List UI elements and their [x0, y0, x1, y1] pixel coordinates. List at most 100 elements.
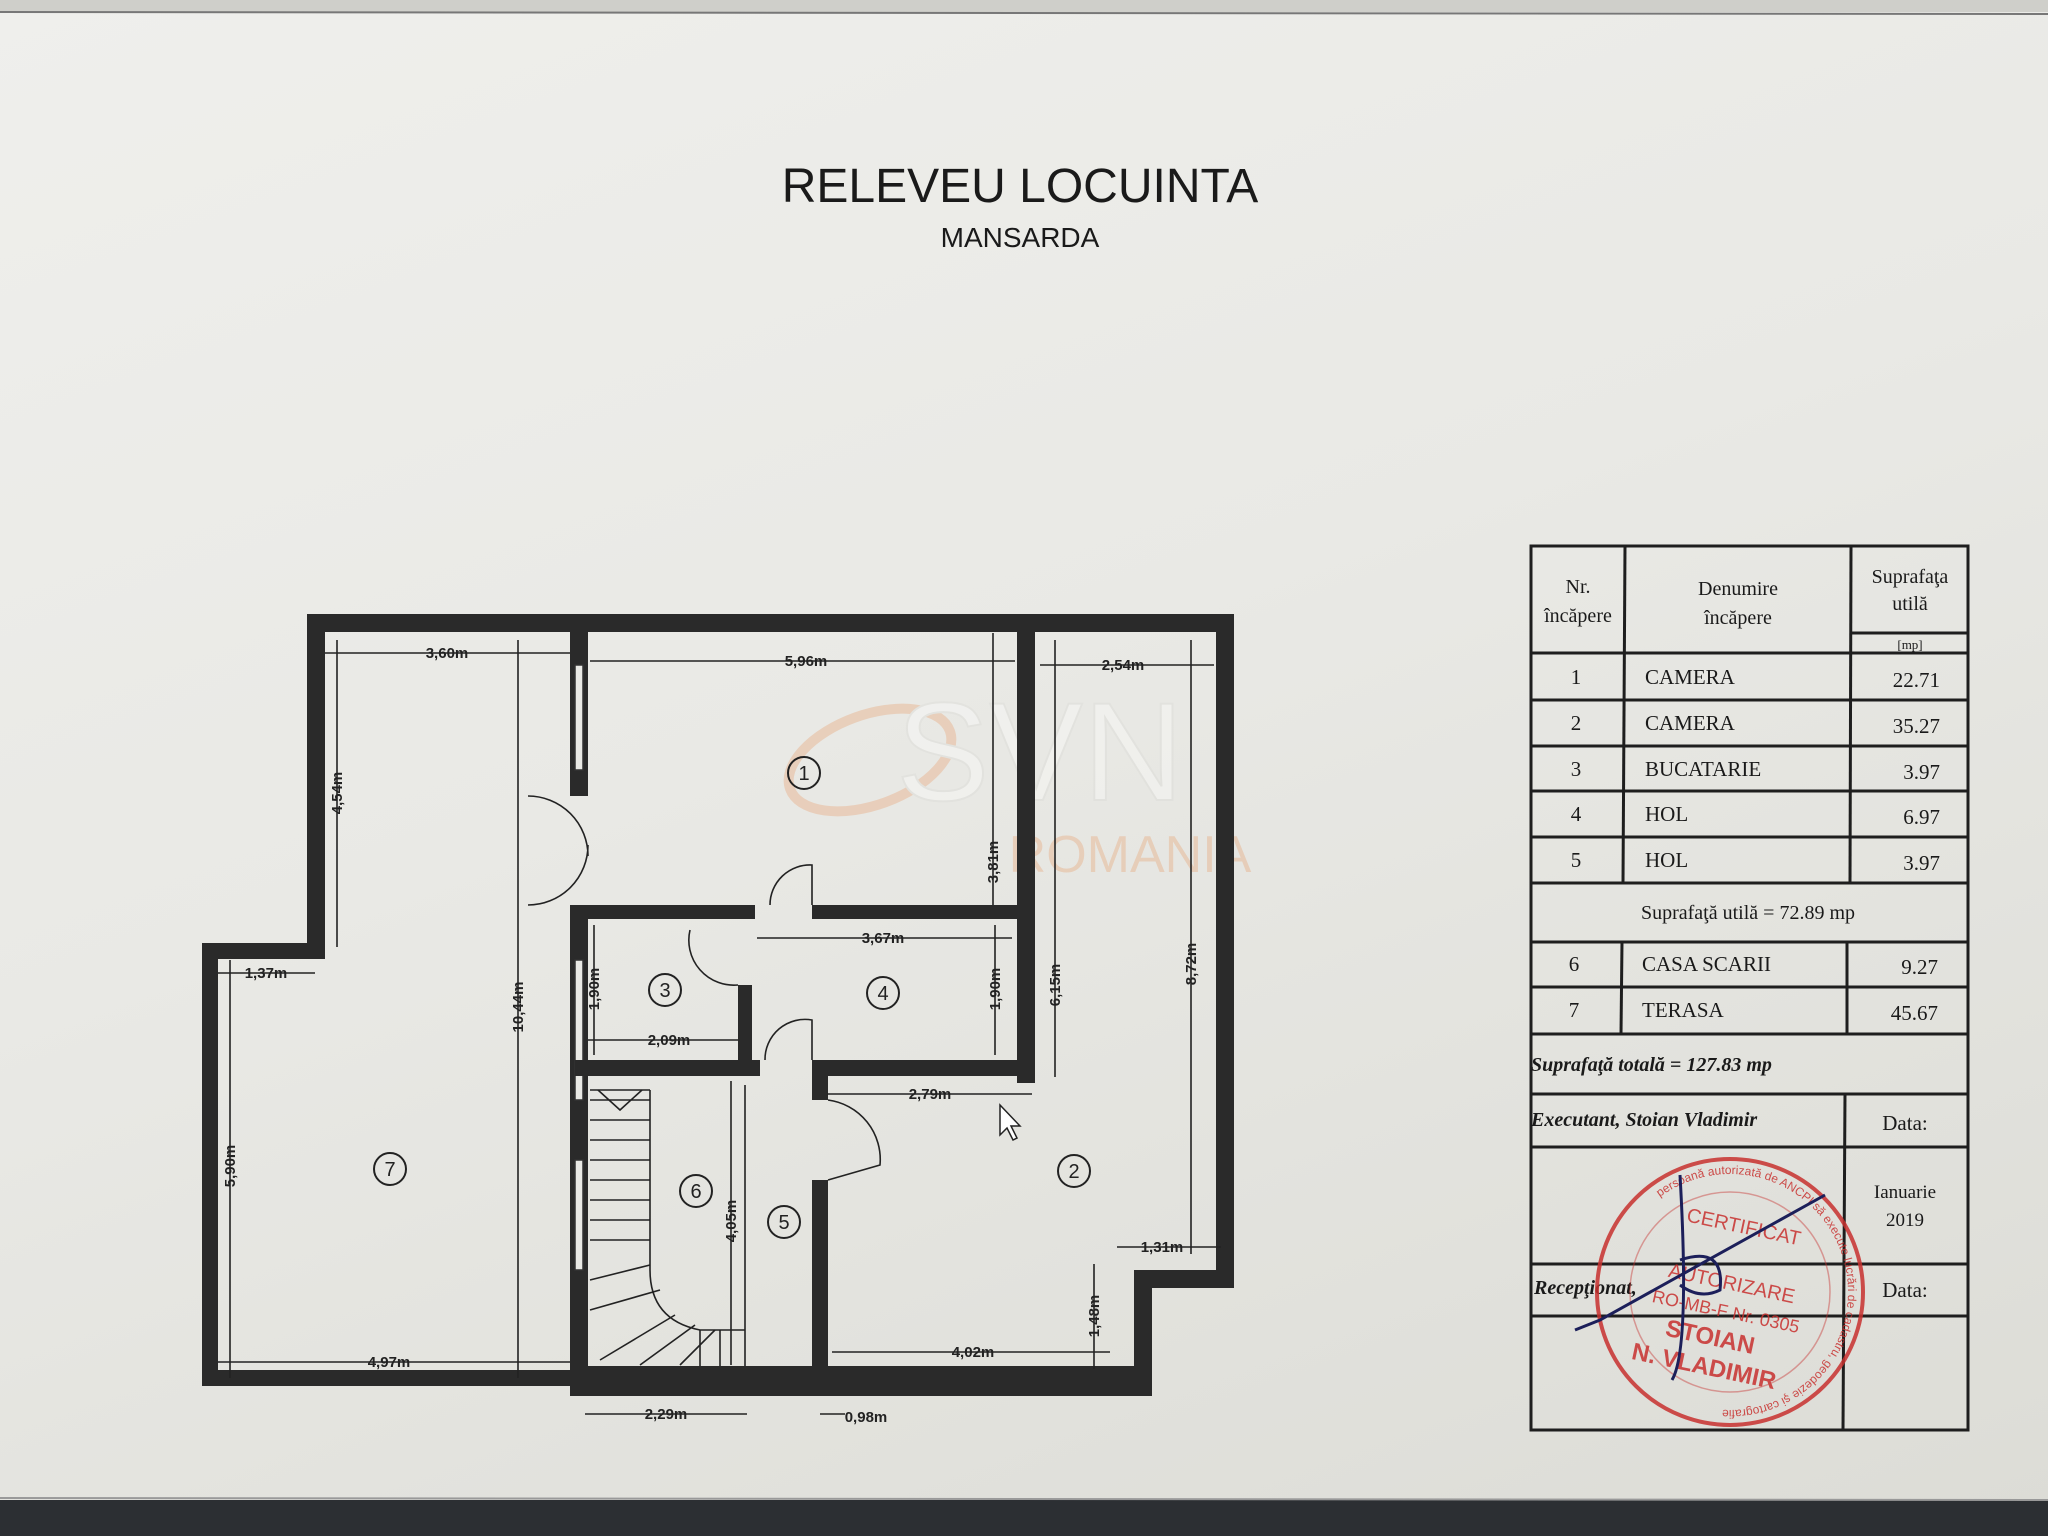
header-area: Suprafaţa: [1872, 566, 1949, 588]
bottom-edge-line: [0, 1497, 2048, 1501]
wall-hall-south-b: [812, 1060, 1027, 1076]
row-area: 45.67: [1891, 1001, 1938, 1025]
room-marker-2: [1057, 1154, 1091, 1188]
row-nr: 4: [1571, 802, 1582, 826]
dim-label: 2,79m: [909, 1086, 952, 1103]
row-name: HOL: [1645, 848, 1688, 872]
wall-step-left: [202, 943, 325, 959]
dim-label: 4,54m: [329, 772, 346, 815]
wall-room1-south-a: [575, 905, 755, 919]
row-area: 3.97: [1903, 851, 1940, 875]
staircase: [589, 1085, 746, 1366]
row-name: TERASA: [1642, 998, 1725, 1022]
row-name: CAMERA: [1645, 711, 1736, 735]
row-name: CAMERA: [1645, 665, 1736, 689]
table-row: 2 CAMERA 35.27: [1571, 711, 1940, 738]
room-number: 3: [659, 980, 670, 1002]
signature: [1574, 1174, 1826, 1381]
wall-hall5-east-a: [812, 1070, 828, 1100]
room-marker-7: [373, 1152, 407, 1186]
door-room2[interactable]: [827, 1099, 882, 1181]
date-month: Ianuarie: [1874, 1182, 1936, 1203]
dim-label: 10,44m: [510, 982, 527, 1033]
wall-room1-south-b: [812, 905, 1027, 919]
dim-label: 1,90m: [987, 968, 1004, 1011]
door-kitchen[interactable]: [688, 929, 739, 986]
receptionat-label: Recepţionat,: [1533, 1277, 1637, 1299]
row-name: BUCATARIE: [1645, 757, 1761, 781]
top-bezel: [0, 0, 2048, 12]
dim-label: 2,29m: [645, 1406, 688, 1423]
wall-step-right: [1134, 1270, 1234, 1288]
wall-room2-west: [1017, 625, 1035, 1083]
room-marker-1: [787, 756, 821, 790]
wall-hall-south-a: [575, 1060, 760, 1076]
total-area: Suprafaţă totală = 127.83 mp: [1531, 1054, 1772, 1076]
room-number: 7: [384, 1159, 395, 1181]
dim-label: 1,90m: [586, 968, 603, 1011]
certification-stamp: persoană autorizată de ANCPI să execute …: [1595, 1157, 1865, 1427]
document-title: RELEVEU LOCUINTA: [782, 160, 1259, 213]
executant: Executant, Stoian Vladimir: [1530, 1109, 1757, 1131]
dimension-labels: 3,60m 5,96m 2,54m 4,54m 1,37m 10,44m 5,9…: [222, 645, 1200, 1426]
watermark-sub-text: ROMANIA: [1009, 826, 1252, 884]
wall-left-lower: [202, 943, 218, 1386]
table-row: 3 BUCATARIE 3.97: [1571, 757, 1940, 784]
mouse-cursor-icon: [999, 1103, 1022, 1142]
row-area: 3.97: [1903, 760, 1940, 784]
header-area: utilă: [1892, 593, 1928, 615]
row-nr: 5: [1571, 848, 1582, 872]
stamp-text: CERTIFICAT: [1685, 1205, 1803, 1251]
door-hall4[interactable]: [764, 1018, 813, 1061]
room-marker-3: [648, 973, 682, 1007]
dim-label: 2,54m: [1102, 657, 1145, 674]
dim-label: 3,67m: [862, 930, 905, 947]
dim-label: 1,31m: [1141, 1239, 1184, 1256]
dim-label: 1,48m: [1086, 1295, 1103, 1338]
dim-label: 0,98m: [845, 1409, 888, 1426]
window: [574, 1159, 584, 1271]
room-number: 1: [798, 763, 809, 785]
floor-plan: 3,60m 5,96m 2,54m 4,54m 1,37m 10,44m 5,9…: [202, 614, 1234, 1426]
dim-label: 5,96m: [785, 653, 828, 670]
row-area: 9.27: [1901, 955, 1938, 979]
area-table: Nr. încăpere Denumire încăpere Suprafaţa…: [1529, 544, 1970, 1432]
door-room1[interactable]: [769, 864, 813, 906]
double-door[interactable]: [527, 795, 589, 906]
document-subtitle: MANSARDA: [941, 222, 1100, 253]
subtotal-useful-area: Suprafaţă utilă = 72.89 mp: [1641, 902, 1855, 924]
wall-right: [1216, 614, 1234, 1288]
dim-label: 3,60m: [426, 645, 469, 662]
room-number: 6: [690, 1181, 701, 1203]
watermark-logo-text: SVN: [896, 673, 1184, 830]
dim-label: 8,72m: [1183, 943, 1200, 986]
wall-left-upper: [307, 614, 325, 954]
header-nr: încăpere: [1543, 605, 1612, 627]
header-name: încăpere: [1703, 607, 1772, 629]
dimension-lines: [218, 633, 1221, 1415]
dim-label: 4,05m: [723, 1200, 740, 1243]
header-nr: Nr.: [1566, 576, 1591, 598]
table-row: 5 HOL 3.97: [1571, 848, 1940, 875]
row-nr: 1: [1571, 665, 1582, 689]
dim-label: 4,97m: [368, 1354, 411, 1371]
header-name: Denumire: [1698, 578, 1778, 600]
room-number: 2: [1068, 1161, 1079, 1183]
window: [574, 959, 584, 1101]
wall-bottom-terrace: [202, 1370, 587, 1386]
date-label: Data:: [1882, 1111, 1927, 1135]
row-nr: 6: [1569, 952, 1580, 976]
row-area: 22.71: [1893, 668, 1940, 692]
row-area: 6.97: [1903, 805, 1940, 829]
wall-hall5-east-b: [812, 1180, 828, 1390]
room-marker-6: [679, 1174, 713, 1208]
room-number: 5: [778, 1212, 789, 1234]
top-edge-line: [0, 11, 2048, 15]
table-row: 4 HOL 6.97: [1571, 802, 1940, 829]
bottom-bezel: [0, 1500, 2048, 1536]
table-row: 7 TERASA 45.67: [1569, 998, 1938, 1025]
dim-label: 4,02m: [952, 1344, 995, 1361]
wall-bottom: [570, 1366, 1152, 1396]
row-area: 35.27: [1893, 714, 1940, 738]
